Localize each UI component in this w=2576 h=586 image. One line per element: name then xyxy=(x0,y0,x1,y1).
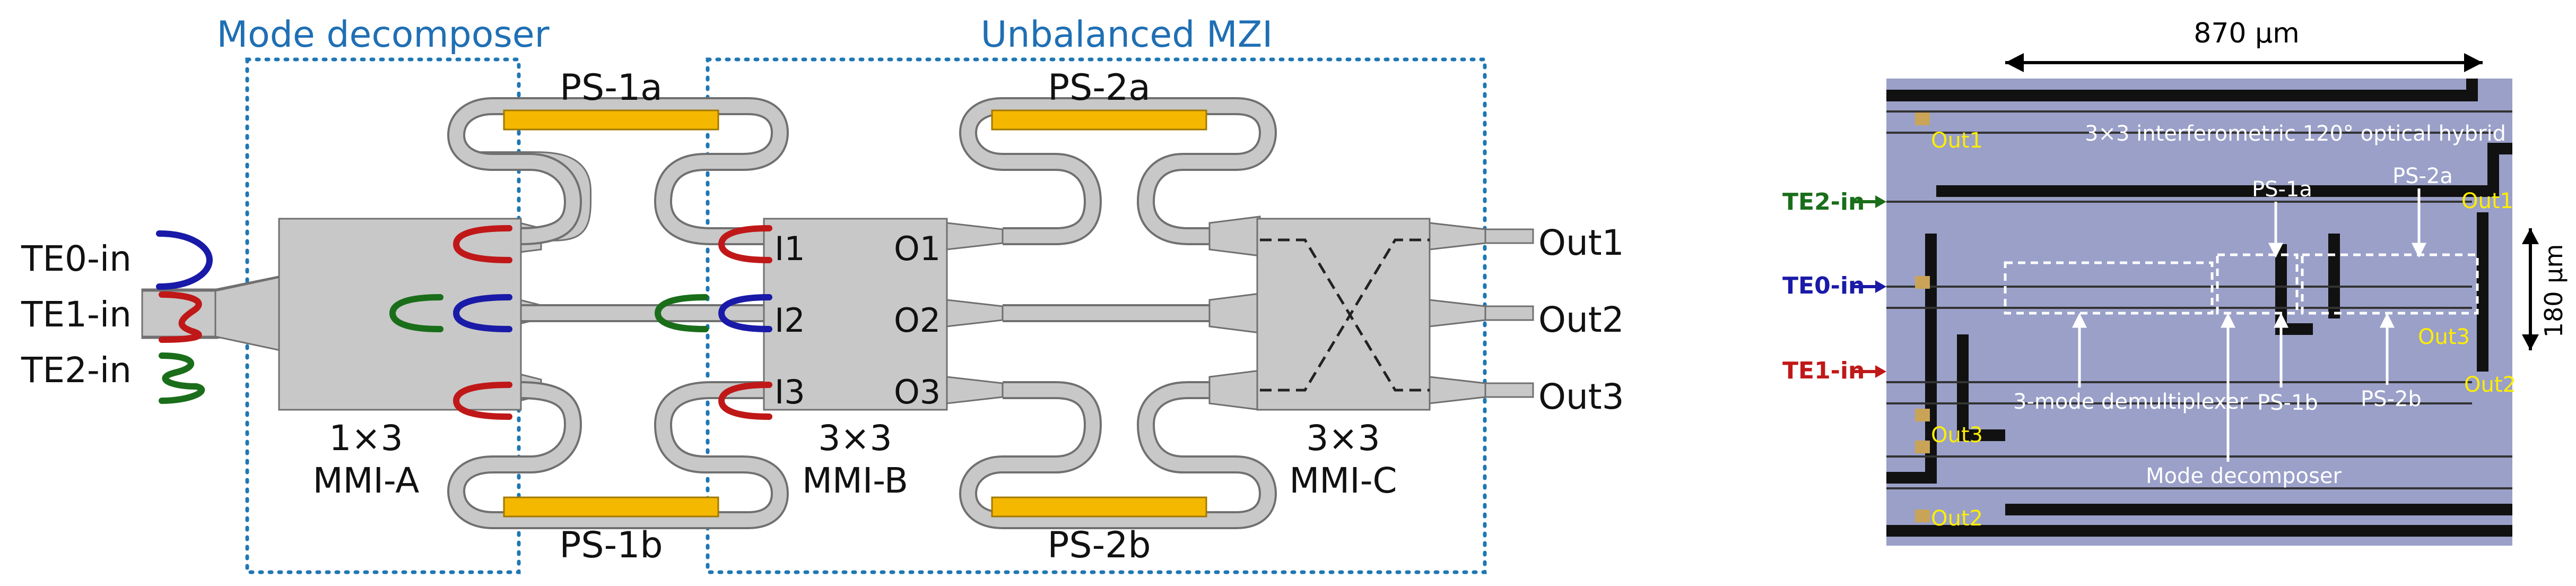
output-out3: Out3 xyxy=(1538,376,1624,417)
metal-routing xyxy=(1886,79,2512,537)
mmi-b-name: MMI-B xyxy=(802,460,908,501)
gold-pads xyxy=(1915,113,1930,522)
mg-hybrid-label: 3×3 interferometric 120° optical hybrid xyxy=(2085,122,2506,146)
pointer-arrows xyxy=(2072,188,2427,462)
ps1a-outline xyxy=(2216,253,2299,315)
mmi-a xyxy=(141,218,522,411)
thin-routing xyxy=(1886,110,2512,489)
label-ps2b: PS-2b xyxy=(1047,524,1151,566)
device-outlines xyxy=(2004,253,2479,315)
mmi-a-size: 1×3 xyxy=(329,418,403,459)
mg-ps2b-label: PS-2b xyxy=(2361,387,2422,411)
input-te0: TE0-in xyxy=(21,238,132,279)
mode-profiles-input xyxy=(156,230,213,404)
port-o2: O2 xyxy=(894,301,941,340)
heater-ps1a xyxy=(503,109,719,131)
mg-ps2a-label: PS-2a xyxy=(2392,164,2453,188)
mmi-a-name: MMI-A xyxy=(313,460,420,501)
mg-out3-left: Out3 xyxy=(1931,423,1983,447)
demux-outline xyxy=(2004,261,2214,315)
output-out1: Out1 xyxy=(1538,222,1624,263)
input-te1: TE1-in xyxy=(21,294,132,335)
routed-waveguides xyxy=(447,97,1277,529)
port-i3: I3 xyxy=(774,373,805,411)
mg-out2-right: Out2 xyxy=(2464,373,2516,397)
scale-bar-width: 870 µm xyxy=(2005,18,2483,72)
port-i2: I2 xyxy=(774,301,805,340)
mg-out3-right: Out3 xyxy=(2418,325,2470,349)
output-out2: Out2 xyxy=(1538,299,1624,340)
mmi-b-size: 3×3 xyxy=(818,418,892,459)
port-i1: I1 xyxy=(774,229,805,268)
svg-text:870 µm: 870 µm xyxy=(2194,18,2300,49)
unbalanced-mzi-title: Unbalanced MZI xyxy=(981,14,1273,56)
label-ps1a: PS-1a xyxy=(560,67,663,109)
mg-out2-bottom-left: Out2 xyxy=(1931,506,1983,531)
mmi-c-name: MMI-C xyxy=(1289,460,1397,501)
mg-out1-right: Out1 xyxy=(2461,189,2513,213)
mg-ps1a-label: PS-1a xyxy=(2252,177,2312,202)
mg-demux-label: 3-mode demultiplexer xyxy=(2013,390,2248,414)
device-schematic: Mode decomposer Unbalanced MZI xyxy=(21,14,1624,574)
mode-profiles-mmi-a xyxy=(389,225,512,420)
input-te2: TE2-in xyxy=(21,350,132,391)
label-ps2a: PS-2a xyxy=(1048,67,1151,109)
svg-text:180 µm: 180 µm xyxy=(2539,244,2568,338)
te1-mode-profile xyxy=(159,291,202,343)
micrograph-labels: Out1 3×3 interferometric 120° optical hy… xyxy=(1931,122,2516,531)
heater-ps2b xyxy=(991,496,1207,518)
heater-ps2a xyxy=(991,109,1207,131)
port-o3: O3 xyxy=(894,373,941,411)
label-ps1b: PS-1b xyxy=(559,524,663,566)
ps2a-outline xyxy=(2301,253,2479,315)
mg-input-te0: TE0-in xyxy=(1782,272,1865,299)
mmi-c xyxy=(1208,216,1534,411)
port-o1: O1 xyxy=(894,229,941,268)
mmi-c-self-image-lines xyxy=(1260,238,1430,392)
mode-profiles-mmi-b xyxy=(654,225,772,420)
mmi-c-size: 3×3 xyxy=(1306,418,1380,459)
heater-ps1b xyxy=(503,496,719,518)
mode-decomposer-title: Mode decomposer xyxy=(216,14,549,56)
scale-bar-height: 180 µm xyxy=(2522,228,2568,350)
input-arrows xyxy=(1851,195,1886,378)
mg-out1-top-left: Out1 xyxy=(1931,128,1983,153)
mg-ps1b-label: PS-1b xyxy=(2257,391,2318,415)
te2-mode-profile xyxy=(159,352,205,404)
mmi-b xyxy=(763,218,1004,411)
te0-mode-profile xyxy=(156,230,213,290)
mg-input-te1: TE1-in xyxy=(1782,357,1865,384)
mg-input-te2: TE2-in xyxy=(1782,188,1865,216)
mg-mode-decomposer-label: Mode decomposer xyxy=(2146,464,2342,488)
heaters xyxy=(503,109,1207,518)
